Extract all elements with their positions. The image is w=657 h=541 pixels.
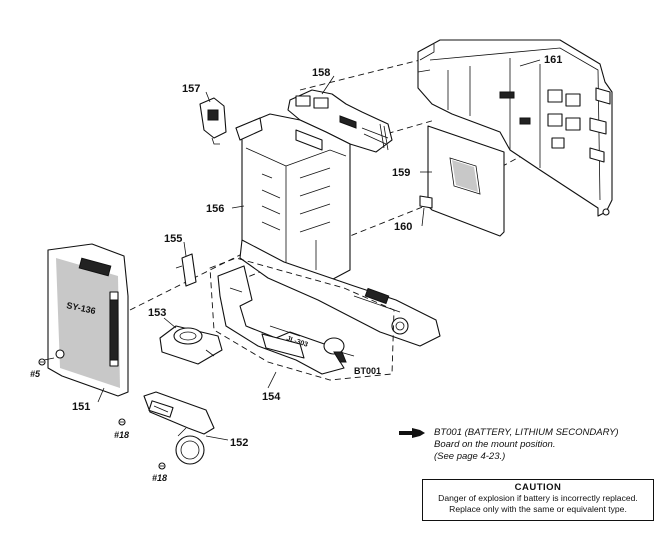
callout-152: 152	[230, 437, 248, 449]
caution-line-1: Danger of explosion if battery is incorr…	[438, 493, 638, 503]
callout-155: 155	[164, 233, 182, 245]
screw-label-5: #5	[30, 369, 41, 379]
part-160-pad	[419, 195, 433, 209]
callout-157: 157	[182, 83, 200, 95]
callout-151: 151	[72, 401, 90, 413]
callout-160: 160	[394, 221, 412, 233]
pointing-hand-icon	[399, 428, 425, 438]
screw-labels: #5 #18 #18	[30, 369, 167, 483]
caution-box: CAUTION Danger of explosion if battery i…	[422, 479, 654, 521]
screw-label-18b: #18	[152, 473, 167, 483]
callout-153: 153	[148, 307, 166, 319]
part-151-main-board	[43, 243, 129, 397]
screw-5-icon	[38, 358, 46, 366]
callout-161: 161	[544, 54, 562, 66]
part-155-clip	[175, 253, 197, 287]
note-line-3: (See page 4-23.)	[434, 451, 506, 462]
screws	[38, 358, 166, 470]
part-153-ring-bracket	[159, 325, 223, 365]
part-152-lower-bracket	[143, 391, 215, 465]
battery-note: BT001 (BATTERY, LITHIUM SECONDARY) Board…	[398, 427, 648, 463]
part-159-insulation-sheet	[427, 125, 505, 237]
screw-label-18a: #18	[114, 430, 129, 440]
callout-158: 158	[312, 67, 330, 79]
battery-bt001	[323, 337, 347, 363]
caution-title: CAUTION	[514, 482, 562, 493]
part-154-flex-board-group	[209, 257, 395, 381]
callout-numbers: 161 158 157 159 160 156 155 153 151 152 …	[72, 54, 562, 449]
caution-line-2: Replace only with the same or equivalent…	[449, 504, 627, 514]
note-line-1: BT001 (BATTERY, LITHIUM SECONDARY)	[434, 427, 619, 438]
callout-154: 154	[262, 391, 281, 403]
leader-lines	[97, 59, 541, 441]
board-label-bt001: BT001	[354, 366, 381, 376]
part-161-main-frame	[417, 39, 613, 217]
screw-18a-icon	[118, 418, 126, 426]
callout-156: 156	[206, 203, 224, 215]
callout-159: 159	[392, 167, 410, 179]
note-line-2: Board on the mount position.	[434, 439, 556, 450]
part-157-bracket	[199, 97, 227, 145]
part-156-chassis-block	[235, 113, 351, 287]
screw-18b-icon	[158, 462, 166, 470]
